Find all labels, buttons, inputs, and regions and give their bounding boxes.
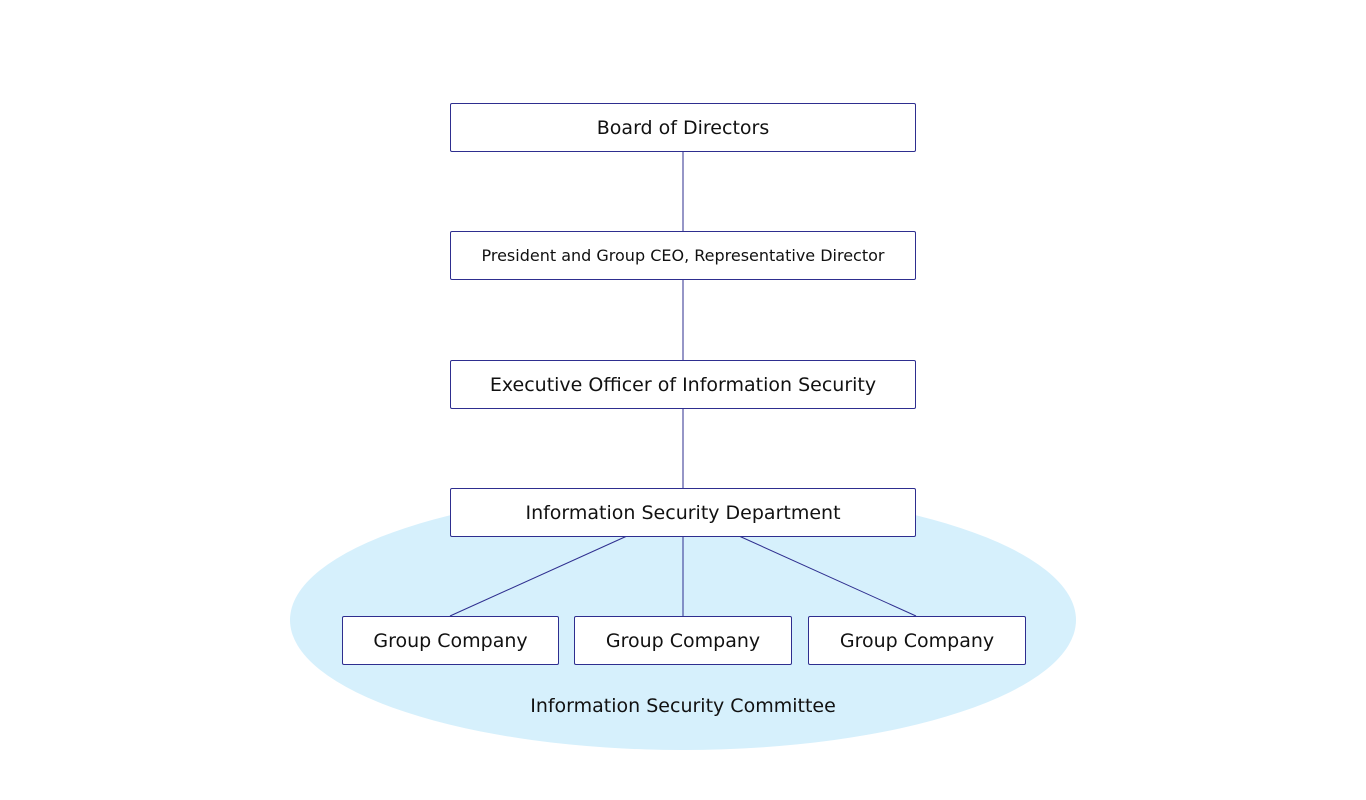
node-security-department: Information Security Department bbox=[450, 488, 916, 537]
node-board-of-directors: Board of Directors bbox=[450, 103, 916, 152]
node-label: Board of Directors bbox=[596, 116, 770, 139]
node-label: Group Company bbox=[373, 629, 528, 652]
connector-department-group-3 bbox=[738, 535, 917, 617]
node-group-company-3: Group Company bbox=[808, 616, 1026, 665]
node-label: Group Company bbox=[839, 629, 995, 652]
node-label: Group Company bbox=[605, 629, 761, 652]
committee-label: Information Security Committee bbox=[530, 695, 836, 717]
node-president: President and Group CEO, Representative … bbox=[450, 231, 916, 280]
node-label: Information Security Department bbox=[525, 501, 841, 524]
node-executive-officer: Executive Officer of Information Securit… bbox=[450, 360, 916, 409]
node-label: Executive Officer of Information Securit… bbox=[489, 373, 877, 396]
node-group-company-1: Group Company bbox=[342, 616, 559, 665]
connector-department-group-1 bbox=[449, 535, 628, 617]
node-label: President and Group CEO, Representative … bbox=[481, 246, 885, 265]
node-group-company-2: Group Company bbox=[574, 616, 792, 665]
